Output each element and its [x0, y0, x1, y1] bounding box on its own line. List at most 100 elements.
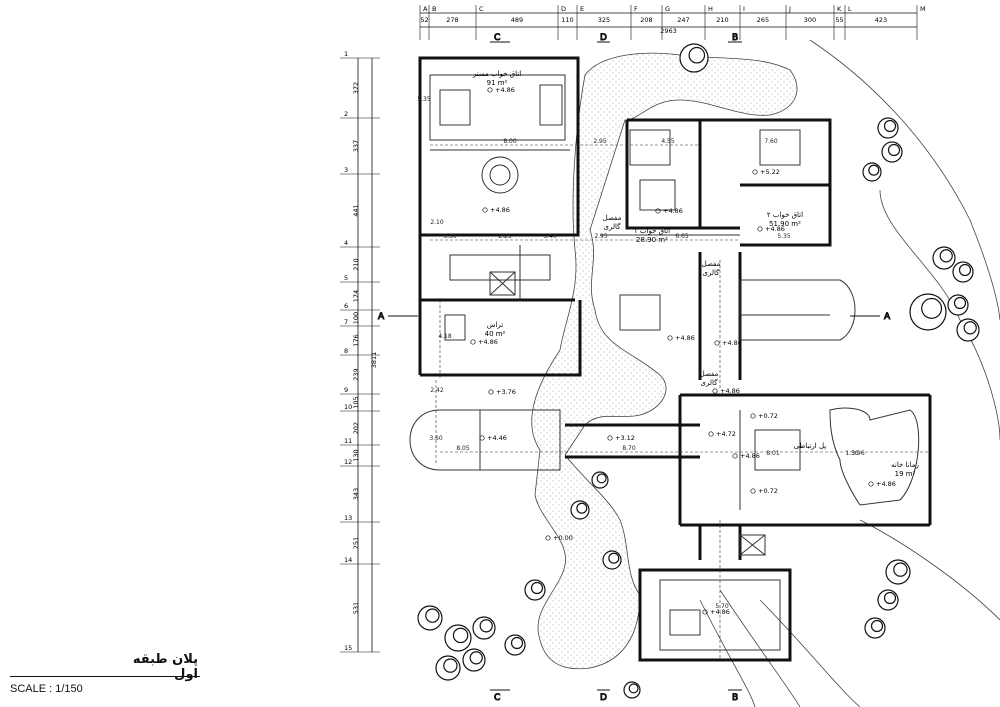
grid-row-label: 6 [344, 302, 348, 310]
room-area: گالری [703, 268, 721, 277]
level-symbol-icon [655, 208, 661, 214]
level-value: +0.72 [758, 412, 778, 420]
tree-canopy-icon [479, 619, 493, 633]
section-markers: A A C D D B B C [378, 33, 892, 704]
grid-row-label: 9 [344, 386, 348, 394]
tree-icon [909, 293, 947, 331]
section-mark-c-bottom: C [494, 693, 500, 703]
dimension-value: 2.95 [593, 138, 607, 145]
sloped-landscape-lines [699, 39, 1000, 707]
tree-canopy-icon [887, 143, 901, 157]
tree-icon [623, 681, 641, 699]
room-name: اتاق خواب مستر [472, 70, 521, 78]
dimension-value: 8.05 [456, 445, 470, 452]
grid-total-height: 3811 [370, 352, 378, 369]
room-name: اتاق خواب ۱ [634, 227, 670, 235]
level-symbol-icon [750, 413, 756, 419]
tree-canopy-icon [870, 619, 884, 633]
level-value: +3.12 [615, 434, 635, 442]
tree-canopy-icon [608, 552, 620, 564]
tree-icon [472, 616, 496, 640]
level-value: +0.72 [758, 487, 778, 495]
dimension-value: 3.96 [851, 450, 865, 457]
dimension-value: 3.40 [543, 233, 557, 240]
grid-column-label: L [848, 5, 852, 13]
tree-icon [504, 634, 526, 656]
dimension-value: 6.65 [675, 233, 689, 240]
tree-canopy-icon [596, 473, 607, 484]
grid-row-dimension: 100 [352, 312, 360, 324]
room-name: زمانا خانه [891, 461, 919, 469]
room-name: تراس [487, 321, 503, 329]
grid-column-dimension: 208 [640, 16, 652, 24]
tree-icon [591, 471, 609, 489]
level-markers: +4.86+4.86+4.86+4.86+4.86+4.86+4.86+5.22… [470, 86, 896, 616]
tree-icon [435, 655, 461, 681]
tree-icon [524, 579, 546, 601]
grid-column-label: G [665, 5, 670, 13]
grid-column-dimension: 52 [420, 16, 428, 24]
room-area: 91 m² [487, 79, 508, 87]
level-symbol-icon [470, 339, 476, 345]
grid-row-dimension: 531 [352, 602, 360, 614]
plan-title: پلان طبقه اول [132, 652, 198, 682]
plan-scale: SCALE : 1/150 [10, 683, 83, 695]
dimension-value: 5.35 [777, 233, 791, 240]
level-symbol-icon [752, 169, 758, 175]
grid-row-dimension: 251 [352, 537, 360, 549]
grid-row-header: 1372233734414210517461007176823991051020… [340, 50, 380, 653]
grid-row-dimension: 343 [352, 488, 360, 500]
dimension-value: 4.18 [438, 333, 452, 340]
level-value: +4.86 [876, 480, 896, 488]
tree-canopy-icon [688, 46, 706, 64]
wall-outlines [418, 56, 932, 662]
tree-icon [417, 605, 443, 631]
dimension-value: 8.00 [503, 138, 517, 145]
grid-column-label: A [423, 5, 428, 13]
grid-column-dimension: 265 [757, 16, 769, 24]
tree-canopy-icon [425, 608, 440, 623]
grid-row-label: 14 [344, 556, 352, 564]
tree-icon [864, 617, 886, 639]
level-symbol-icon [487, 87, 493, 93]
dimension-value: 5.35 [417, 96, 431, 103]
tree-canopy-icon [628, 683, 639, 694]
tree-icon [570, 500, 590, 520]
level-symbol-icon [479, 435, 485, 441]
tree-canopy-icon [883, 119, 897, 133]
grid-column-label: B [432, 5, 436, 13]
level-symbol-icon [732, 453, 738, 459]
grid-column-dimension: 55 [835, 16, 843, 24]
level-value: +4.86 [663, 207, 683, 215]
grid-column-dimension: 423 [875, 16, 887, 24]
level-value: +4.86 [765, 225, 785, 233]
tree-icon [881, 141, 903, 163]
furniture [439, 84, 801, 636]
grid-row-label: 15 [344, 644, 352, 652]
level-value: +4.86 [722, 339, 742, 347]
room-name: مفصل [702, 260, 721, 268]
tree-canopy-icon [963, 321, 977, 335]
tree-canopy-icon [893, 562, 908, 577]
section-mark-b-bottom: B [732, 693, 738, 703]
dimension-value: 2.95 [594, 233, 608, 240]
tree-canopy-icon [530, 581, 544, 595]
level-value: +4.86 [495, 86, 515, 94]
grid-row-label: 13 [344, 514, 352, 522]
tree-canopy-icon [939, 249, 953, 263]
level-symbol-icon [750, 488, 756, 494]
level-symbol-icon [607, 435, 613, 441]
grid-row-label: 1 [344, 50, 348, 58]
grid-row-label: 12 [344, 458, 352, 466]
dimension-value: 1.30 [845, 450, 859, 457]
level-value: +4.86 [740, 452, 760, 460]
tree-canopy-icon [510, 636, 524, 650]
level-value: +4.86 [490, 206, 510, 214]
grid-total-width: 2963 [660, 27, 677, 35]
grid-row-dimension: 210 [352, 258, 360, 270]
trees [417, 43, 980, 699]
tree-canopy-icon [576, 502, 588, 514]
level-value: +3.76 [496, 388, 516, 396]
dimension-value: 8.01 [766, 450, 780, 457]
